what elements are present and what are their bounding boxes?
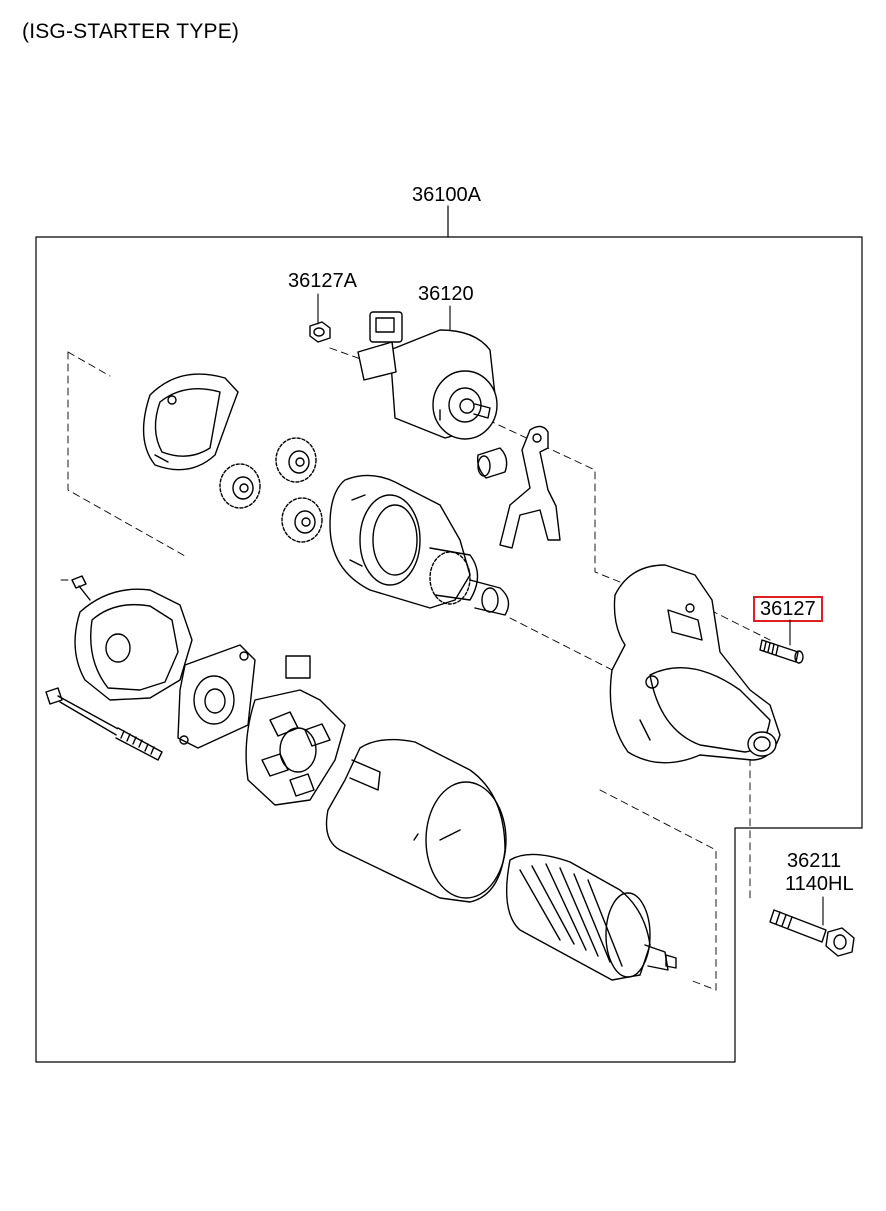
bearing-plate-part <box>177 644 256 749</box>
through-bolt-part <box>45 687 163 761</box>
label-assembly-36100a[interactable]: 36100A <box>412 184 481 206</box>
solenoid-36120-part <box>357 311 498 440</box>
label-bolt-1140hl[interactable]: 1140HL <box>785 873 854 895</box>
page-title: (ISG-STARTER TYPE) <box>22 20 240 43</box>
nut-36127a-part <box>309 321 331 343</box>
armature-part <box>505 853 677 981</box>
drive-clutch-part <box>329 474 510 616</box>
front-housing-part <box>609 564 781 764</box>
assembly-boundary <box>35 236 863 1063</box>
label-nut-36127a[interactable]: 36127A <box>288 270 357 292</box>
label-stud-bolt-36127-highlighted[interactable]: 36127 <box>753 596 823 622</box>
planetary-gear-3 <box>281 497 323 543</box>
label-bolt-36211[interactable]: 36211 <box>787 850 842 872</box>
planetary-gear-1 <box>219 463 261 509</box>
yoke-part <box>325 738 507 903</box>
rear-cover-part <box>71 575 193 701</box>
mounting-bolt-part <box>769 909 855 957</box>
planetary-gear-2 <box>275 437 317 483</box>
shift-lever-part <box>499 425 561 549</box>
brush-holder-part <box>245 655 346 806</box>
plunger-part <box>476 447 508 479</box>
dust-cover-part <box>142 373 239 471</box>
label-solenoid-36120[interactable]: 36120 <box>418 283 474 305</box>
stud-bolt-36127-part <box>759 639 804 664</box>
